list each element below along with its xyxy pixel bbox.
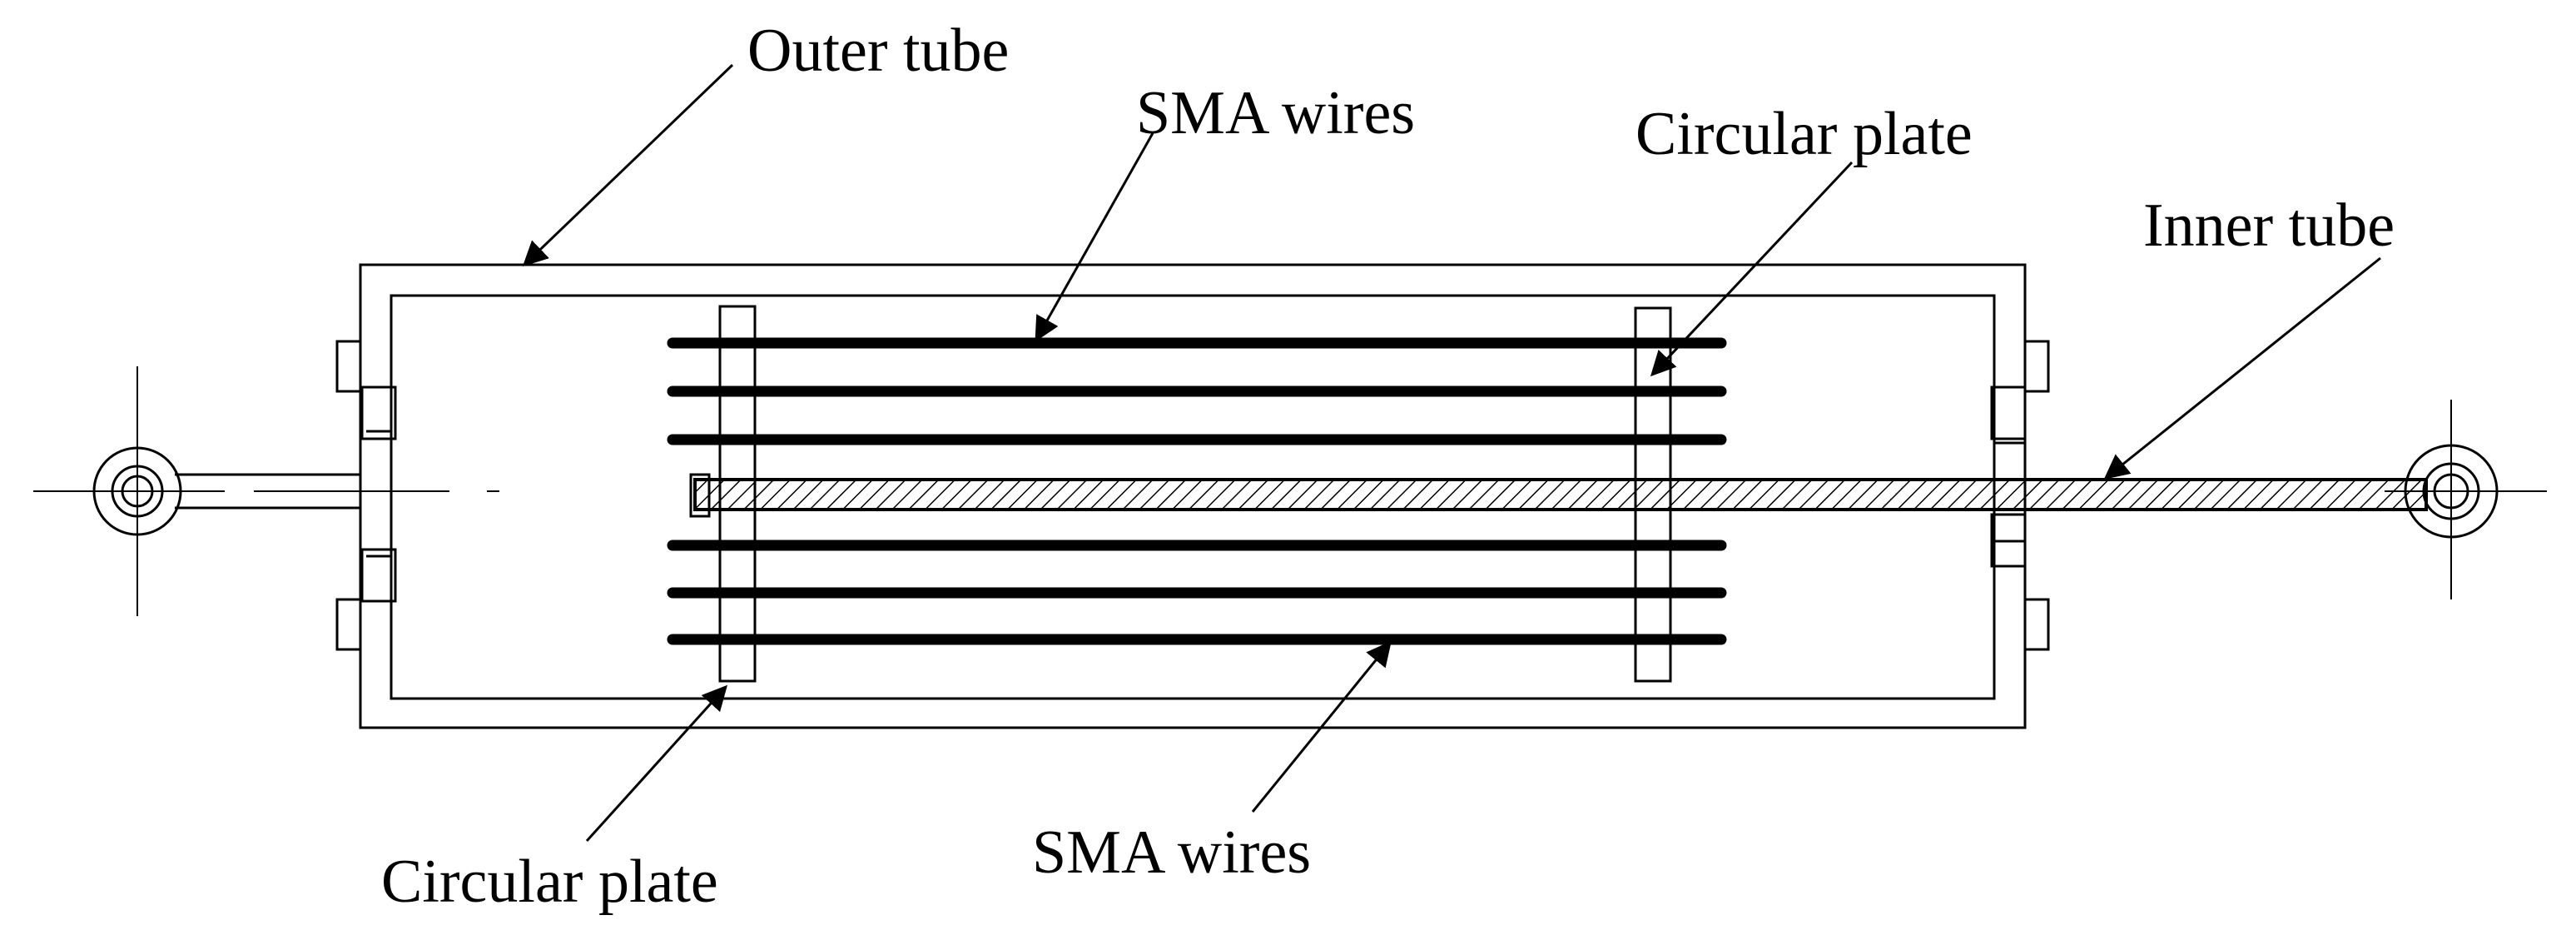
sma-wires [667, 337, 1727, 645]
label-outer-tube: Outer tube [747, 17, 1009, 85]
leader-circular-plate-bottom [585, 684, 728, 843]
label-sma-wires-top: SMA wires [1136, 79, 1415, 147]
label-circular-plate-top: Circular plate [1635, 100, 1973, 168]
leader-inner-tube [2103, 256, 2381, 480]
leader-sma-wires-bottom [1251, 640, 1392, 813]
leader-outer-tube [522, 63, 734, 267]
left-centerlines [33, 366, 225, 616]
inner-tube-hatched-rod [693, 478, 2428, 511]
leader-lines [522, 63, 2381, 843]
leader-circular-plate-top [1650, 161, 1854, 377]
right-end-fitting [1990, 340, 2050, 651]
inner-tube-end-cap [689, 473, 711, 518]
left-end-fitting [335, 340, 397, 651]
label-sma-wires-bottom: SMA wires [1032, 818, 1311, 887]
inner-tube [689, 473, 2428, 518]
label-circular-plate-bottom: Circular plate [381, 848, 718, 916]
leader-sma-wires-top [1035, 132, 1154, 342]
label-inner-tube: Inner tube [2143, 191, 2395, 260]
